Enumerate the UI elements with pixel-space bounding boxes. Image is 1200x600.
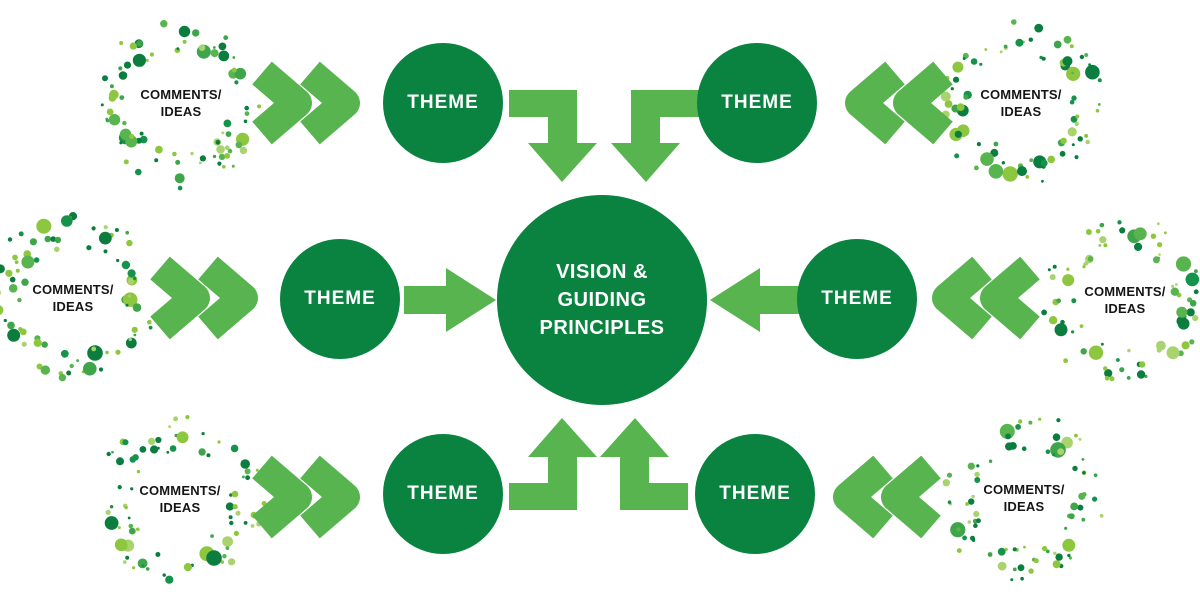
theme-circle-top-right: THEME	[697, 43, 817, 163]
theme-label: THEME	[407, 92, 479, 113]
theme-label: THEME	[721, 92, 793, 113]
comments-label: COMMENTS/ IDEAS	[139, 483, 221, 515]
comments-label: COMMENTS/ IDEAS	[1084, 284, 1166, 316]
dot-ring-icon	[104, 415, 267, 584]
comments-label: COMMENTS/ IDEAS	[32, 282, 114, 314]
vision-hub-circle: VISION & GUIDING PRINCIPLES	[497, 195, 707, 405]
arrow-left-icon	[710, 268, 802, 332]
theme-circle-top-left: THEME	[383, 43, 503, 163]
double-chevron-right-icon	[252, 455, 360, 539]
double-chevron-left-icon	[932, 256, 1040, 340]
double-chevron-left-icon	[833, 455, 941, 539]
comments-label: COMMENTS/ IDEAS	[140, 87, 222, 119]
bent-arrow-down-icon	[611, 90, 699, 182]
theme-label: THEME	[719, 483, 791, 504]
theme-circle-middle-right: THEME	[797, 239, 917, 359]
theme-circle-middle-left: THEME	[280, 239, 400, 359]
comments-label: COMMENTS/ IDEAS	[983, 482, 1065, 514]
theme-circle-bottom-right: THEME	[695, 434, 815, 554]
dot-ring-icon	[942, 417, 1104, 582]
arrow-right-icon	[404, 268, 496, 332]
double-chevron-right-icon	[252, 61, 360, 145]
dot-ring-icon	[100, 20, 266, 191]
vision-hub-label: VISION & GUIDING PRINCIPLES	[539, 261, 665, 339]
comments-cluster-bottom-left: COMMENTS/ IDEAS	[92, 411, 268, 587]
comments-cluster-middle-right: COMMENTS/ IDEAS	[1037, 212, 1200, 388]
comments-cluster-middle-left: COMMENTS/ IDEAS	[0, 210, 161, 386]
double-chevron-right-icon	[150, 256, 258, 340]
comments-cluster-top-left: COMMENTS/ IDEAS	[93, 15, 269, 191]
theme-circle-bottom-left: THEME	[383, 434, 503, 554]
dot-ring-icon	[940, 19, 1102, 183]
double-chevron-left-icon	[845, 61, 953, 145]
theme-label: THEME	[407, 483, 479, 504]
bent-arrow-down-icon	[509, 90, 597, 182]
bent-arrow-up-icon	[600, 418, 688, 510]
comments-cluster-bottom-right: COMMENTS/ IDEAS	[936, 410, 1112, 586]
dot-ring-icon	[0, 212, 153, 382]
dot-ring-icon	[1041, 220, 1200, 382]
comments-cluster-top-right: COMMENTS/ IDEAS	[933, 15, 1109, 191]
theme-label: THEME	[304, 288, 376, 309]
comments-label: COMMENTS/ IDEAS	[980, 87, 1062, 119]
theme-label: THEME	[821, 288, 893, 309]
bent-arrow-up-icon	[509, 418, 597, 510]
